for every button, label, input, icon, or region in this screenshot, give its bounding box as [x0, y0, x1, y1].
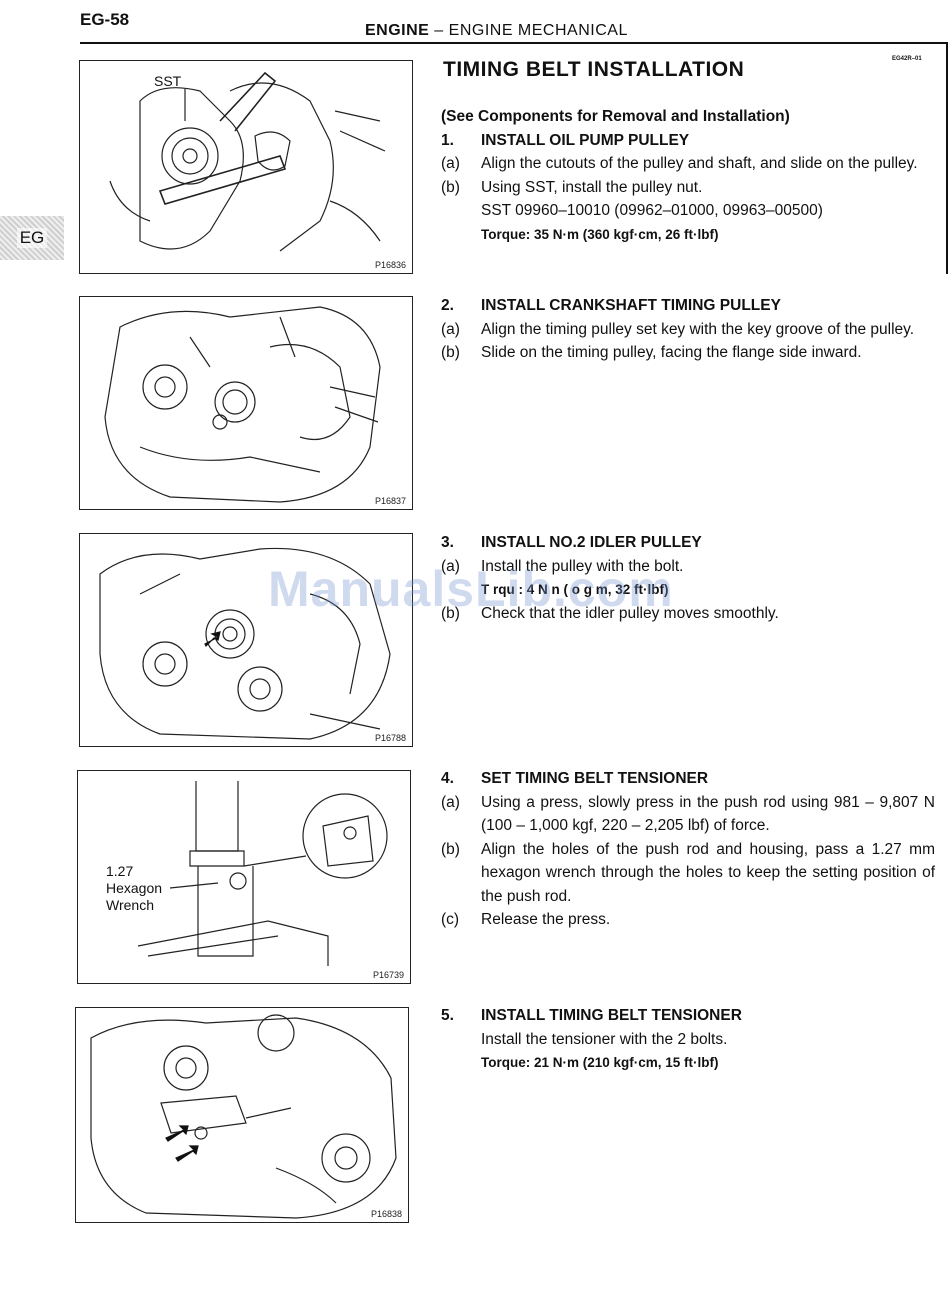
step-title: SET TIMING BELT TENSIONER	[481, 770, 709, 787]
substep-mark: (b)	[441, 840, 460, 858]
section-tab[interactable]: EG	[0, 216, 64, 260]
substep: (b) Check that the idler pulley moves sm…	[441, 602, 935, 626]
label-line: Wrench	[106, 897, 154, 913]
substep: (a) Install the pulley with the bolt.	[441, 555, 935, 579]
page-title: TIMING BELT INSTALLATION	[443, 58, 745, 81]
section-separator: –	[429, 22, 449, 39]
step-3-block: 3. INSTALL NO.2 IDLER PULLEY (a) Install…	[441, 531, 935, 625]
substep-text: Using a press, slowly press in the push …	[481, 793, 935, 835]
substep-mark: (b)	[441, 178, 460, 196]
header-rule	[80, 42, 948, 44]
running-head: ENGINE – ENGINE MECHANICAL	[365, 22, 628, 40]
figure-oil-pump-pulley: SST P16836	[79, 60, 413, 274]
step-title: INSTALL NO.2 IDLER PULLEY	[481, 534, 702, 551]
step-5-block: 5. INSTALL TIMING BELT TENSIONER Install…	[441, 1004, 935, 1075]
substep: (a) Align the timing pulley set key with…	[441, 318, 935, 342]
substep-mark: (a)	[441, 155, 460, 172]
step-body-text: Install the tensioner with the 2 bolts.	[481, 1030, 728, 1048]
step-number: 2.	[441, 297, 454, 314]
step-number: 5.	[441, 1007, 454, 1024]
step-number: 4.	[441, 770, 454, 787]
tensioner-setting-illustration	[137, 781, 388, 966]
step-title: INSTALL OIL PUMP PULLEY	[481, 131, 690, 149]
figure-idler-pulley: P16788	[79, 533, 413, 747]
step-heading: 5. INSTALL TIMING BELT TENSIONER	[441, 1004, 935, 1028]
figure-tensioner-setting: 1.27 Hexagon Wrench P16739	[77, 770, 411, 984]
substep: (b) Slide on the timing pulley, facing t…	[441, 341, 935, 365]
step-heading: 3. INSTALL NO.2 IDLER PULLEY	[441, 531, 935, 555]
substep-text: Align the cutouts of the pulley and shaf…	[481, 155, 918, 172]
substep-mark: (b)	[441, 604, 460, 622]
step-title: INSTALL TIMING BELT TENSIONER	[481, 1007, 742, 1024]
substep-text: Slide on the timing pulley, facing the f…	[481, 344, 862, 361]
figure-code: P16837	[374, 496, 406, 506]
substep-text: Align the holes of the push rod and hous…	[481, 840, 935, 905]
substep-text: Install the pulley with the bolt.	[481, 557, 684, 575]
figure-code: P16836	[374, 260, 406, 270]
intro-note: (See Components for Removal and Installa…	[441, 108, 790, 125]
step-heading: 1. INSTALL OIL PUMP PULLEY	[441, 129, 935, 153]
hexagon-wrench-label: 1.27 Hexagon Wrench	[106, 863, 162, 914]
figure-code: P16739	[372, 970, 404, 980]
torque-spec: Torque: 35 N·m (360 kgf·cm, 26 ft·lbf)	[481, 226, 719, 242]
step-body: Install the tensioner with the 2 bolts.	[441, 1028, 935, 1052]
substep-text: Using SST, install the pulley nut.	[481, 178, 703, 196]
step-heading: 2. INSTALL CRANKSHAFT TIMING PULLEY	[441, 294, 935, 318]
step-4-block: 4. SET TIMING BELT TENSIONER (a) Using a…	[441, 767, 935, 932]
torque-line: Torque: 35 N·m (360 kgf·cm, 26 ft·lbf)	[441, 223, 935, 247]
substep: (b) Align the holes of the push rod and …	[441, 838, 935, 909]
sst-numbers: SST 09960–10010 (09962–01000, 09963–0050…	[481, 202, 823, 219]
torque-line: Torque: 21 N·m (210 kgf·cm, 15 ft·lbf)	[441, 1051, 935, 1075]
step-number: 3.	[441, 534, 454, 551]
substep-mark: (a)	[441, 793, 460, 811]
page-number: EG-58	[80, 10, 130, 29]
watermark: ManualsLib.com	[268, 561, 674, 617]
torque-spec: Torque: 21 N·m (210 kgf·cm, 15 ft·lbf)	[481, 1055, 719, 1070]
idler-pulley-illustration	[99, 547, 391, 740]
subsection-title: ENGINE MECHANICAL	[448, 22, 628, 39]
substep-mark: (a)	[441, 320, 460, 338]
reference-code: EG42R–01	[892, 56, 922, 62]
figure-tensioner-install: P16838	[75, 1007, 409, 1223]
substep-text: Check that the idler pulley moves smooth…	[481, 604, 779, 622]
oil-pump-pulley-illustration	[109, 71, 386, 252]
step-1-block: (See Components for Removal and Installa…	[441, 105, 935, 246]
substep-text: Align the timing pulley set key with the…	[481, 320, 915, 338]
substep: (b) Using SST, install the pulley nut.	[441, 176, 935, 200]
torque-line: T rqu : 4 N n ( o g m, 32 ft·lbf)	[441, 578, 935, 602]
step-2-block: 2. INSTALL CRANKSHAFT TIMING PULLEY (a) …	[441, 294, 935, 365]
margin-rule	[946, 42, 948, 274]
substep: (c) Release the press.	[441, 908, 935, 932]
section-tab-label: EG	[16, 228, 48, 248]
figure-code: P16788	[374, 733, 406, 743]
step-heading: 4. SET TIMING BELT TENSIONER	[441, 767, 935, 791]
label-line: Hexagon	[106, 880, 163, 896]
figure-code: P16838	[370, 1209, 402, 1219]
crankshaft-pulley-illustration	[104, 306, 381, 503]
step-number: 1.	[441, 131, 454, 149]
section-title: ENGINE	[365, 22, 430, 39]
tensioner-install-illustration	[90, 1014, 397, 1219]
substep-mark: (a)	[441, 557, 460, 575]
substep-mark: (b)	[441, 344, 460, 361]
substep-mark: (c)	[441, 911, 460, 928]
substep: (a) Align the cutouts of the pulley and …	[441, 152, 935, 176]
sst-label: SST	[154, 73, 182, 89]
label-line: 1.27	[106, 863, 134, 879]
torque-spec: T rqu : 4 N n ( o g m, 32 ft·lbf)	[481, 582, 669, 597]
figure-crankshaft-pulley: P16837	[79, 296, 413, 510]
sst-line: SST 09960–10010 (09962–01000, 09963–0050…	[441, 199, 935, 223]
step-title: INSTALL CRANKSHAFT TIMING PULLEY	[481, 297, 781, 314]
substep-text: Release the press.	[481, 911, 611, 928]
substep: (a) Using a press, slowly press in the p…	[441, 791, 935, 838]
